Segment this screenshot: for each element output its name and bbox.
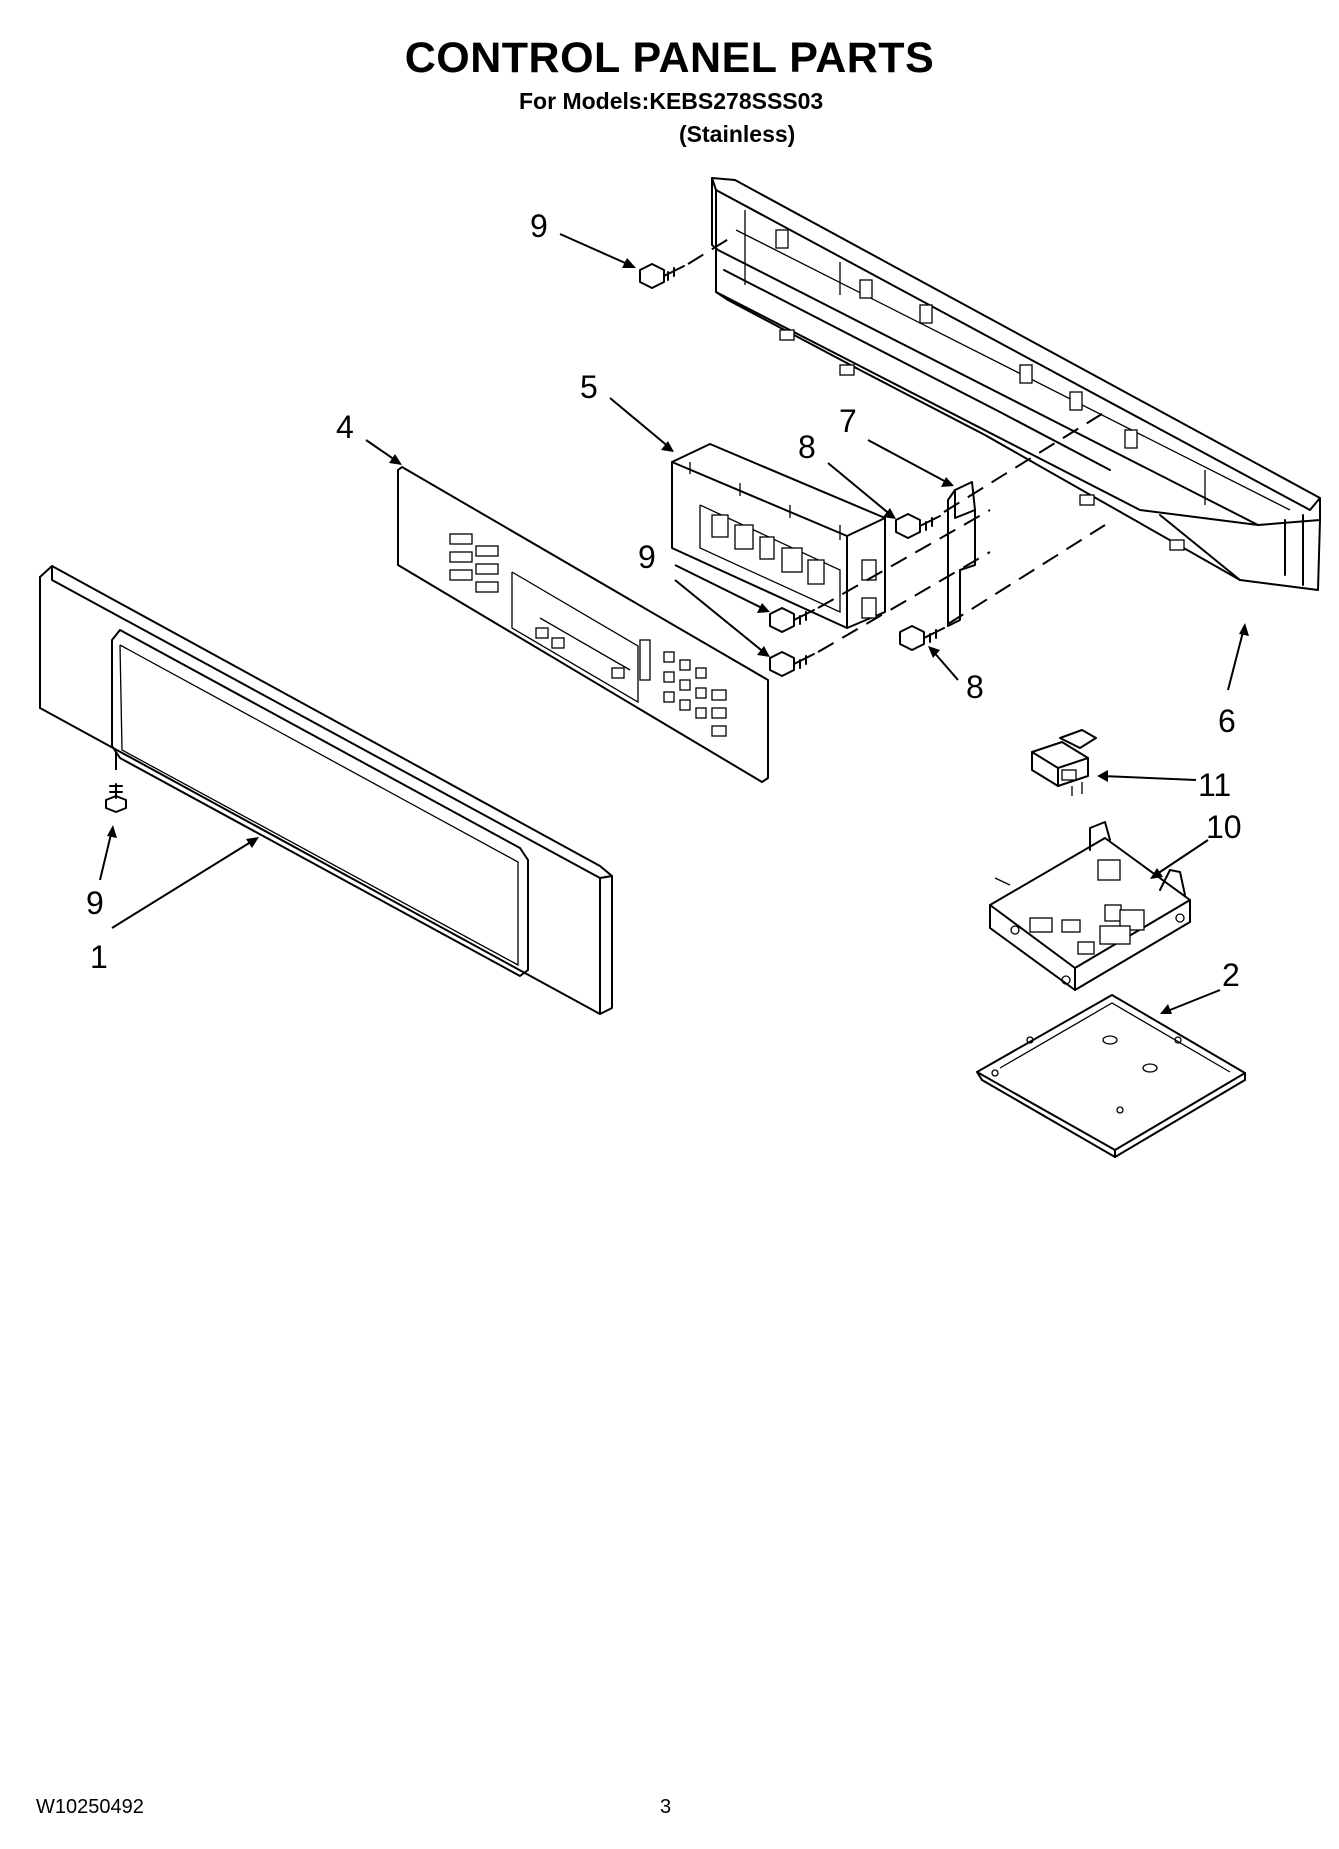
callout-11: 11 xyxy=(1198,767,1231,803)
callout-10: 10 xyxy=(1206,809,1242,845)
part-7-bracket xyxy=(861,481,976,627)
screw-9-left xyxy=(105,783,127,813)
document-number: W10250492 xyxy=(36,1796,144,1818)
leader-arrows xyxy=(99,233,1249,1014)
screw-8-lower xyxy=(899,625,945,651)
part-6-frame xyxy=(711,177,1321,591)
part-10-board-tray xyxy=(989,821,1191,991)
screw-9-middle-upper xyxy=(769,607,815,633)
callout-7: 7 xyxy=(839,403,857,439)
callout-2: 2 xyxy=(1222,957,1240,993)
callout-9-left: 9 xyxy=(86,885,104,921)
part-11-relay xyxy=(1031,729,1097,796)
callout-6: 6 xyxy=(1218,703,1236,739)
screw-9-middle-lower xyxy=(769,651,815,677)
callout-1: 1 xyxy=(90,939,108,975)
callout-5: 5 xyxy=(580,369,598,405)
callout-9-top: 9 xyxy=(530,208,548,244)
part-1-control-panel xyxy=(39,565,613,1015)
callout-8-upper: 8 xyxy=(798,429,816,465)
model-number: For Models:KEBS278SSS03 xyxy=(519,88,824,114)
callout-labels: 9 5 4 7 8 9 8 6 11 10 2 9 1 xyxy=(86,208,1242,993)
screw-9-top xyxy=(639,263,685,289)
assembly-lines xyxy=(687,234,1106,653)
part-4-control-overlay xyxy=(397,466,769,783)
finish-label: (Stainless) xyxy=(679,121,796,147)
part-2-cover-plate xyxy=(976,994,1246,1158)
callout-4: 4 xyxy=(336,409,354,445)
part-5-electronic-control xyxy=(671,443,886,629)
screw-8-upper xyxy=(895,513,941,539)
callout-9-middle: 9 xyxy=(638,539,656,575)
page-title: CONTROL PANEL PARTS xyxy=(404,34,935,82)
callout-8-lower: 8 xyxy=(966,669,984,705)
page-number: 3 xyxy=(660,1796,672,1818)
